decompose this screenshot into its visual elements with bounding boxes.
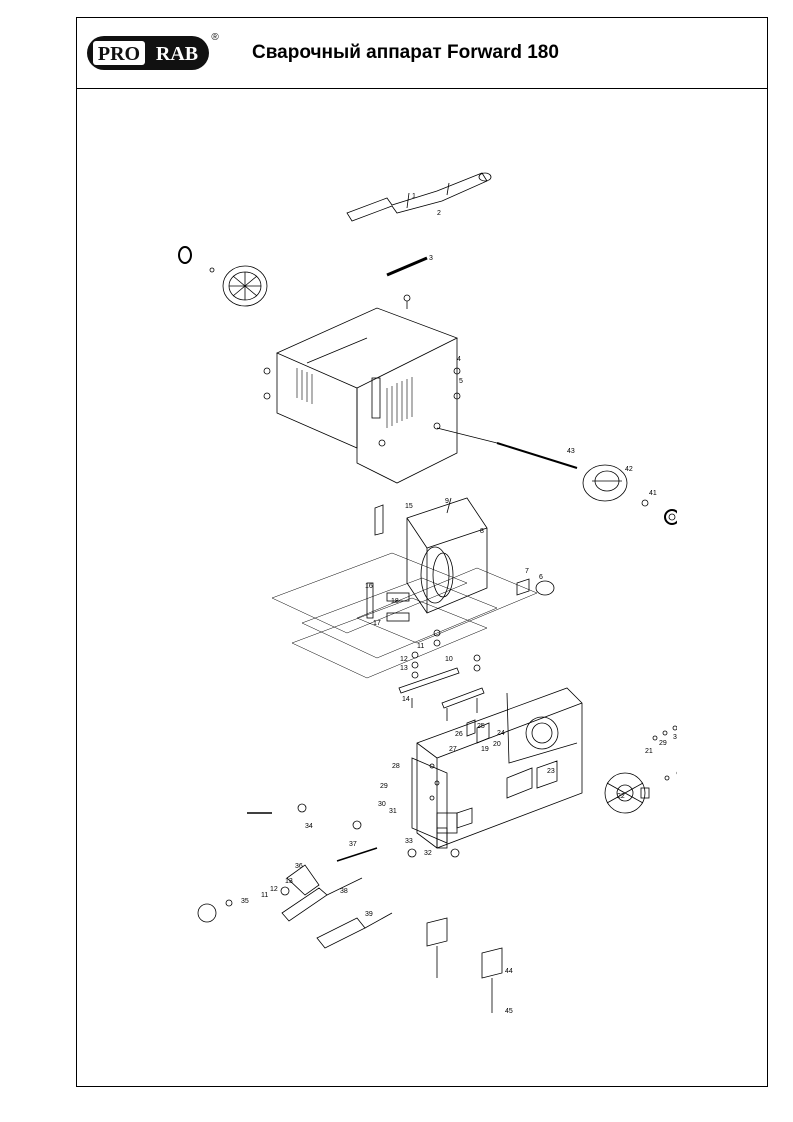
part-label-42: 42 <box>625 466 633 473</box>
part-label-24: 24 <box>497 730 505 737</box>
part-label-13b: 13 <box>285 878 293 885</box>
page-frame: PRO RAB ® Сварочный аппарат Forward 180 <box>76 17 768 1087</box>
part-label-7: 7 <box>525 568 529 575</box>
part-label-32: 32 <box>424 850 432 857</box>
part-label-45: 45 <box>505 1008 513 1015</box>
part-label-34: 34 <box>305 823 313 830</box>
front-panel <box>411 757 448 849</box>
part-label-10: 10 <box>445 656 453 663</box>
part-label-30-right: 30 <box>673 734 677 741</box>
part-label-17: 17 <box>373 620 381 627</box>
part-label-2: 2 <box>437 210 441 217</box>
part-label-11b: 11 <box>261 892 268 899</box>
part-label-37: 37 <box>349 841 357 848</box>
exploded-parts-diagram: 2 1 3 5 4 43 42 41 40 15 9 8 7 6 16 18 1… <box>178 172 677 1015</box>
logo-text-pro: PRO <box>98 43 140 65</box>
part-label-9: 9 <box>445 498 449 505</box>
hardware <box>366 582 485 721</box>
part-label-1: 1 <box>412 193 416 200</box>
part-label-6: 6 <box>539 574 543 581</box>
part-label-44: 44 <box>505 968 513 975</box>
logo-text-rab: RAB <box>156 43 198 65</box>
part-label-19: 19 <box>481 746 489 753</box>
registered-mark: ® <box>211 32 219 43</box>
cooling-fan <box>604 725 677 814</box>
handle <box>346 172 492 277</box>
part-label-3: 3 <box>429 255 433 262</box>
part-label-22: 22 <box>617 793 625 800</box>
upper-housing <box>263 307 578 484</box>
wheel-left <box>178 246 411 309</box>
part-label-26: 26 <box>455 731 463 738</box>
part-label-38: 38 <box>340 888 348 895</box>
part-labels: 2 1 3 5 4 43 42 41 40 15 9 8 7 6 16 18 1… <box>241 193 677 1015</box>
part-label-35: 35 <box>241 898 249 905</box>
page-title: Сварочный аппарат Forward 180 <box>252 42 559 63</box>
part-label-21: 21 <box>645 748 653 755</box>
part-label-25: 25 <box>477 723 485 730</box>
part-label-18: 18 <box>391 598 399 605</box>
part-label-23: 23 <box>547 768 555 775</box>
part-label-43: 43 <box>567 448 575 455</box>
part-label-8: 8 <box>480 528 484 535</box>
part-label-28: 28 <box>392 763 400 770</box>
cable-outline <box>271 552 538 679</box>
header: PRO RAB ® Сварочный аппарат Forward 180 <box>77 18 767 89</box>
accessories <box>197 803 503 1013</box>
part-label-16: 16 <box>365 583 373 590</box>
part-label-29-right: 29 <box>659 740 667 747</box>
part-label-27: 27 <box>449 746 457 753</box>
part-label-41: 41 <box>649 490 657 497</box>
prorab-logo: PRO RAB ® <box>87 32 219 70</box>
base-chassis <box>416 687 583 849</box>
part-label-33: 33 <box>405 838 413 845</box>
part-label-4: 4 <box>457 356 461 363</box>
part-label-31: 31 <box>389 808 397 815</box>
part-label-11: 11 <box>417 643 424 650</box>
part-label-39: 39 <box>365 911 373 918</box>
part-label-20: 20 <box>493 741 501 748</box>
part-label-29: 29 <box>380 783 388 790</box>
part-label-12: 12 <box>400 656 408 663</box>
part-label-30: 30 <box>378 801 386 808</box>
part-label-15: 15 <box>405 503 413 510</box>
part-label-13: 13 <box>400 665 408 672</box>
wheel-right <box>582 464 677 525</box>
transformer <box>374 497 555 614</box>
part-label-36: 36 <box>295 863 303 870</box>
part-label-5: 5 <box>459 378 463 385</box>
part-label-12b: 12 <box>270 886 278 893</box>
part-label-14: 14 <box>402 696 410 703</box>
